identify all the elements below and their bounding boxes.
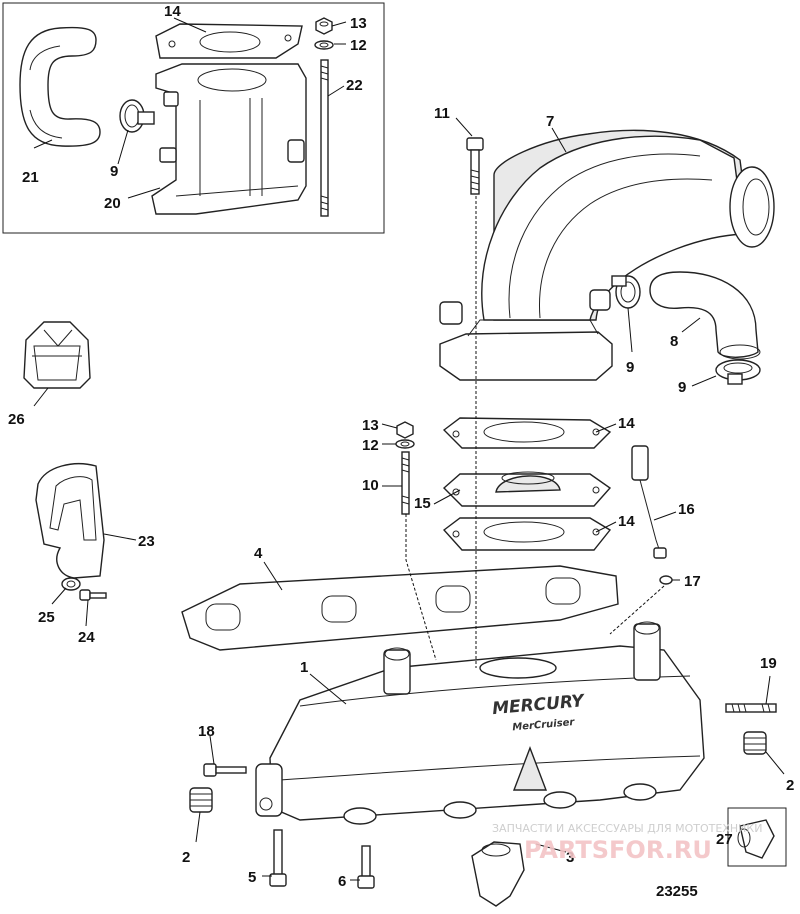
callout-9: 9 bbox=[110, 163, 118, 180]
callout-13: 13 bbox=[362, 417, 379, 434]
callout-1: 1 bbox=[300, 659, 308, 676]
part-2-plug-right bbox=[743, 731, 767, 755]
part-14-gasket-inset bbox=[155, 23, 303, 59]
callout-21: 21 bbox=[22, 169, 39, 186]
callout-23: 23 bbox=[138, 533, 155, 550]
figure-number: 23255 bbox=[656, 883, 698, 900]
part-11-bolt bbox=[466, 137, 484, 195]
callout-6: 6 bbox=[338, 873, 346, 890]
part-4-manifold-gasket bbox=[181, 565, 619, 651]
callout-27: 27 bbox=[716, 831, 733, 848]
callout-20: 20 bbox=[104, 195, 121, 212]
part-9-clamp-inset bbox=[119, 99, 155, 133]
callout-16: 16 bbox=[678, 501, 695, 518]
callout-14: 14 bbox=[164, 3, 181, 20]
part-12-washer-inset bbox=[314, 40, 334, 50]
watermark-text: ЗАПЧАСТИ И АКСЕССУАРЫ ДЛЯ МОТОТЕХНИКИ bbox=[492, 822, 762, 835]
callout-12: 12 bbox=[350, 37, 367, 54]
part-9-clamp-lower bbox=[715, 359, 761, 385]
part-13-nut-inset bbox=[315, 17, 333, 35]
callout-25: 25 bbox=[38, 609, 55, 626]
callout-8: 8 bbox=[670, 333, 678, 350]
callout-18: 18 bbox=[198, 723, 215, 740]
part-27-inset bbox=[727, 807, 787, 867]
manifold-subbrand-text: MerCruiser bbox=[512, 717, 576, 733]
leader-lines bbox=[33, 17, 785, 881]
part-6-bolt bbox=[357, 845, 375, 889]
callout-24: 24 bbox=[78, 629, 95, 646]
callout-19: 19 bbox=[760, 655, 777, 672]
callout-2: 2 bbox=[786, 777, 794, 794]
part-20-riser-inset bbox=[151, 63, 307, 215]
part-15-spacer-gasket bbox=[442, 471, 612, 507]
callout-17: 17 bbox=[684, 573, 701, 590]
callout-15: 15 bbox=[414, 495, 431, 512]
part-12-washer-lower bbox=[395, 439, 415, 449]
part-21-hose bbox=[19, 26, 101, 147]
part-3-fitting bbox=[471, 841, 525, 907]
part-23-cover bbox=[35, 463, 105, 579]
callout-2: 2 bbox=[182, 849, 190, 866]
callout-3: 3 bbox=[566, 849, 574, 866]
callout-9: 9 bbox=[678, 379, 686, 396]
part-5-bolt bbox=[269, 829, 287, 887]
callout-26: 26 bbox=[8, 411, 25, 428]
part-9-clamp-upper bbox=[611, 275, 641, 309]
part-25-washer bbox=[61, 577, 81, 591]
watermark-logo: PARTSFOR.RU bbox=[524, 836, 712, 864]
part-13-nut-lower bbox=[396, 421, 414, 439]
inset-box bbox=[2, 2, 385, 234]
part-24-screw bbox=[79, 589, 107, 601]
callout-4: 4 bbox=[254, 545, 263, 562]
part-7-elbow bbox=[439, 129, 775, 381]
part-14-gasket-lower bbox=[442, 517, 612, 551]
part-1-manifold: MERCURY MerCruiser bbox=[255, 621, 705, 825]
callout-13: 13 bbox=[350, 15, 367, 32]
part-16-sensor bbox=[631, 445, 667, 559]
part-8-hose bbox=[649, 271, 761, 360]
callout-7: 7 bbox=[546, 113, 554, 130]
part-19-stud bbox=[725, 703, 777, 713]
callout-10: 10 bbox=[362, 477, 379, 494]
watermark: ЗАПЧАСТИ И АКСЕССУАРЫ ДЛЯ МОТОТЕХНИКИ PA… bbox=[492, 822, 762, 864]
callout-12: 12 bbox=[362, 437, 379, 454]
part-14-gasket-upper bbox=[442, 417, 612, 449]
callout-labels: 14 13 12 22 9 21 20 11 7 9 8 9 26 13 12 … bbox=[8, 3, 794, 890]
part-17-oring bbox=[659, 575, 673, 585]
part-26-boot bbox=[23, 321, 91, 389]
callout-9: 9 bbox=[626, 359, 634, 376]
callout-14: 14 bbox=[618, 415, 635, 432]
callout-11: 11 bbox=[434, 105, 450, 122]
part-10-stud bbox=[401, 451, 410, 515]
callout-22: 22 bbox=[346, 77, 363, 94]
part-22-stud bbox=[320, 59, 329, 217]
part-2-plug-left bbox=[189, 787, 213, 813]
callout-5: 5 bbox=[248, 869, 256, 886]
callout-14: 14 bbox=[618, 513, 635, 530]
part-18-bolt bbox=[203, 763, 247, 777]
